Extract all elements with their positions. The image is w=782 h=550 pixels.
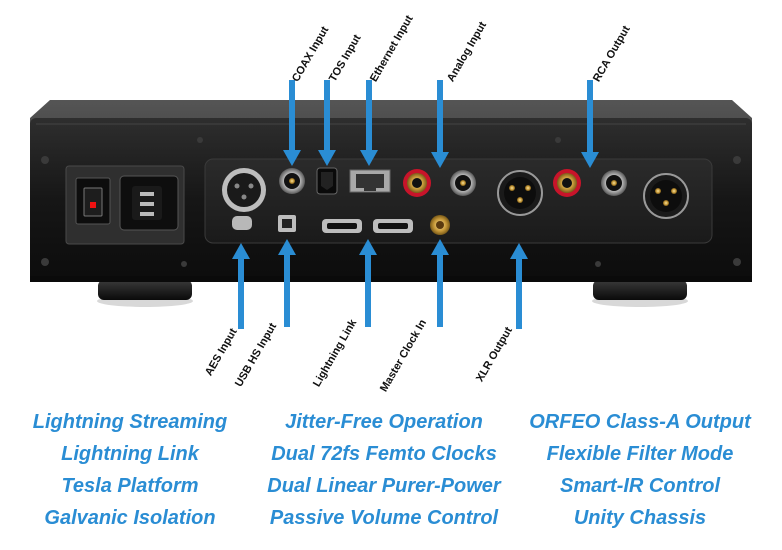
feature-col1-2: Lightning Link bbox=[61, 443, 199, 465]
xlr-output-right bbox=[643, 173, 689, 219]
lightning-link-ports bbox=[322, 219, 413, 233]
power-inlet-section bbox=[65, 165, 185, 245]
rca-output-pair bbox=[553, 169, 627, 197]
usb-b-port bbox=[278, 215, 296, 232]
device-diagram: COAX Input TOS Input Ethernet Input Anal… bbox=[30, 13, 752, 394]
tos-input-arrow bbox=[318, 80, 336, 166]
aes-input-arrow bbox=[232, 243, 250, 329]
ethernet-input-arrow bbox=[360, 80, 378, 166]
usb-hs-input-arrow bbox=[278, 239, 296, 327]
analog-input-arrow bbox=[431, 80, 449, 168]
coax-rca-connector bbox=[279, 168, 305, 194]
analog-input-rca-pair bbox=[403, 169, 476, 197]
feature-col1-1: Lightning Streaming bbox=[32, 411, 228, 433]
xlr-output-left bbox=[497, 170, 543, 216]
feature-col1-4: Galvanic Isolation bbox=[44, 507, 216, 529]
feature-col2-1: Jitter-Free Operation bbox=[285, 411, 483, 433]
feature-col2-4: Passive Volume Control bbox=[269, 507, 499, 529]
master-clock-in-arrow bbox=[431, 239, 449, 327]
xlr-output-arrow bbox=[510, 243, 528, 329]
chassis-feet bbox=[97, 280, 688, 307]
aes-xlr-connector bbox=[222, 168, 266, 230]
lightning-link-arrow bbox=[359, 239, 377, 327]
master-clock-bnc bbox=[430, 215, 450, 235]
coax-input-arrow bbox=[283, 80, 301, 166]
feature-col2-3: Dual Linear Purer-Power bbox=[267, 475, 501, 497]
feature-col3-4: Unity Chassis bbox=[573, 507, 707, 529]
feature-col1-3: Tesla Platform bbox=[61, 475, 199, 497]
feature-col3-1: ORFEO Class-A Output bbox=[529, 411, 751, 433]
ethernet-port bbox=[349, 169, 391, 193]
feature-col3-3: Smart-IR Control bbox=[560, 475, 720, 497]
feature-col3-2: Flexible Filter Mode bbox=[546, 443, 734, 465]
device-rear-panel-illustration bbox=[30, 80, 752, 329]
callout-arrows bbox=[232, 80, 599, 329]
feature-col2-2: Dual 72fs Femto Clocks bbox=[271, 443, 497, 465]
toslink-connector bbox=[316, 167, 338, 195]
rca-output-arrow bbox=[581, 80, 599, 168]
